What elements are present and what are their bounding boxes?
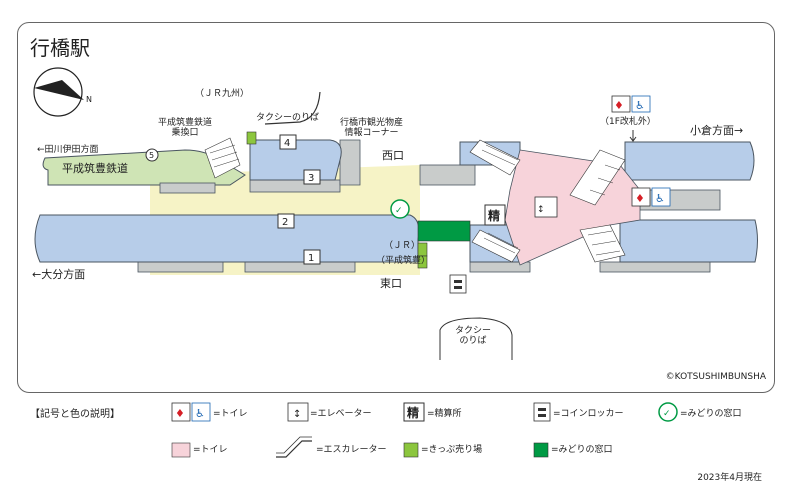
legend-label-fare-adjustment: =精算所 [427,409,462,419]
ticket-area-swatch [403,442,419,458]
svg-text:4: 4 [284,138,290,149]
legend-label-midori-window: =みどりの窓口 [680,409,742,419]
gray-block-1 [159,182,216,194]
taxi-bay-bottom [439,317,513,360]
toilet-icon-concourse: ♦ ♿ [631,187,671,207]
gray-block-4 [137,261,224,273]
platform-number-1: 1 [303,249,321,265]
svg-text:✓: ✓ [395,206,403,216]
gray-block-7 [599,261,711,273]
first-floor-gate-label: （1F改札外） [600,117,656,127]
tourist-info-building [339,139,361,186]
jr-kyushu-label: （ＪＲ九州） [195,89,250,99]
legend: 【記号と色の説明】 ♦ ♿ ↕ 精 ✓ [0,395,790,498]
legend-title: 【記号と色の説明】 [30,409,120,420]
fare-adjustment-char: 精 [488,208,500,223]
platform-kokura-upper [624,141,755,181]
west-exit-label: 西口 [382,149,404,162]
platform-number-3: 3 [303,169,321,185]
svg-text:3: 3 [308,173,314,184]
svg-text:♿: ♿ [195,407,205,420]
fare-adjustment-box: 精 [484,204,506,226]
pink-swatch [171,442,191,458]
midori-window-area [417,220,471,242]
svg-text:1: 1 [308,253,314,264]
legend-label-midori-area: =みどりの窓口 [551,445,613,455]
legend-label-toilet: =トイレ [213,409,248,419]
fare-adjustment-icon: 精 [403,402,425,422]
compass-icon: N [33,67,92,117]
svg-text:♦: ♦ [175,407,185,420]
midori-window-icon: ✓ [658,402,678,422]
legend-label-coin-locker: =コインロッカー [553,409,624,419]
stairs-heisei [204,137,241,179]
midori-area-swatch [533,442,549,458]
platform-number-2: 2 [277,213,295,229]
svg-text:2: 2 [282,217,288,228]
legend-label-elevator: =エレベーター [310,409,372,419]
legend-label-ticket-area: =きっぷ売り場 [421,445,483,455]
ticket-machine-area [246,131,257,145]
station-title: 行橋駅 [30,36,90,60]
svg-text:♿: ♿ [635,99,645,112]
jr-ticket-label: （ＪＲ） [384,241,421,251]
legend-label-toilet-area: =トイレ [193,445,228,455]
heisei-line-label: 平成筑豊鉄道 [62,162,128,175]
legend-label-escalator: =エスカレーター [316,445,387,455]
svg-text:↕: ↕ [293,409,301,420]
platform-number-5: 5 [145,148,159,162]
svg-text:精: 精 [407,405,419,420]
coin-locker-icon [533,402,551,422]
elevator-icon-map: ↕ [534,196,558,218]
svg-text:♦: ♦ [635,192,645,205]
stairs-east-2 [569,149,626,206]
copyright-text: ©KOTSUSHIMBUNSHA [665,372,766,382]
svg-text:5: 5 [149,151,154,160]
stairs-east-1 [469,139,521,176]
oita-direction-label: ←大分方面 [32,268,86,281]
ticket-machine-heisei [417,255,428,269]
platform-oita-lower [619,219,758,263]
svg-text:✓: ✓ [663,409,671,419]
svg-text:↕: ↕ [537,205,545,215]
station-map: N ♦ ♿ ♦ ♿ ↕ 精 ✓ 1 2 [33,67,758,360]
gray-block-2 [249,179,341,193]
platform-1-2 [34,214,420,263]
platform-number-4: 4 [279,134,297,150]
kokura-direction-label: 小倉方面→ [690,124,744,137]
midori-window-icon-map: ✓ [390,199,410,219]
taxi-stand-bottom-label: タクシー のりば [455,326,492,347]
toilet-icon: ♦ ♿ [171,402,211,422]
tagawa-direction-label: ←田川伊田方面 [37,145,99,155]
svg-text:♿: ♿ [655,192,665,205]
toilet-icon-upper: ♦ ♿ [611,95,651,113]
elevator-icon: ↕ [287,402,309,422]
east-exit-label: 東口 [380,277,402,290]
gray-block-5 [244,261,356,273]
svg-text:N: N [86,95,92,104]
escalator-icon [276,436,312,458]
heisei-ticket-label: （平成筑豊） [376,256,431,266]
date-note: 2023年4月現在 [697,473,762,483]
gray-block-3 [419,164,476,186]
tourist-info-label: 行橋市観光物産 情報コーナー [340,118,404,139]
heisei-transfer-label: 平成筑豊鉄道 乗換口 [158,118,213,139]
taxi-road-top [264,91,321,125]
svg-text:♦: ♦ [614,99,624,112]
coin-locker-icon-map [449,274,467,294]
legend-icons: ♦ ♿ ↕ 精 ✓ [171,402,678,458]
taxi-stand-top-label: タクシーのりば [256,113,320,123]
